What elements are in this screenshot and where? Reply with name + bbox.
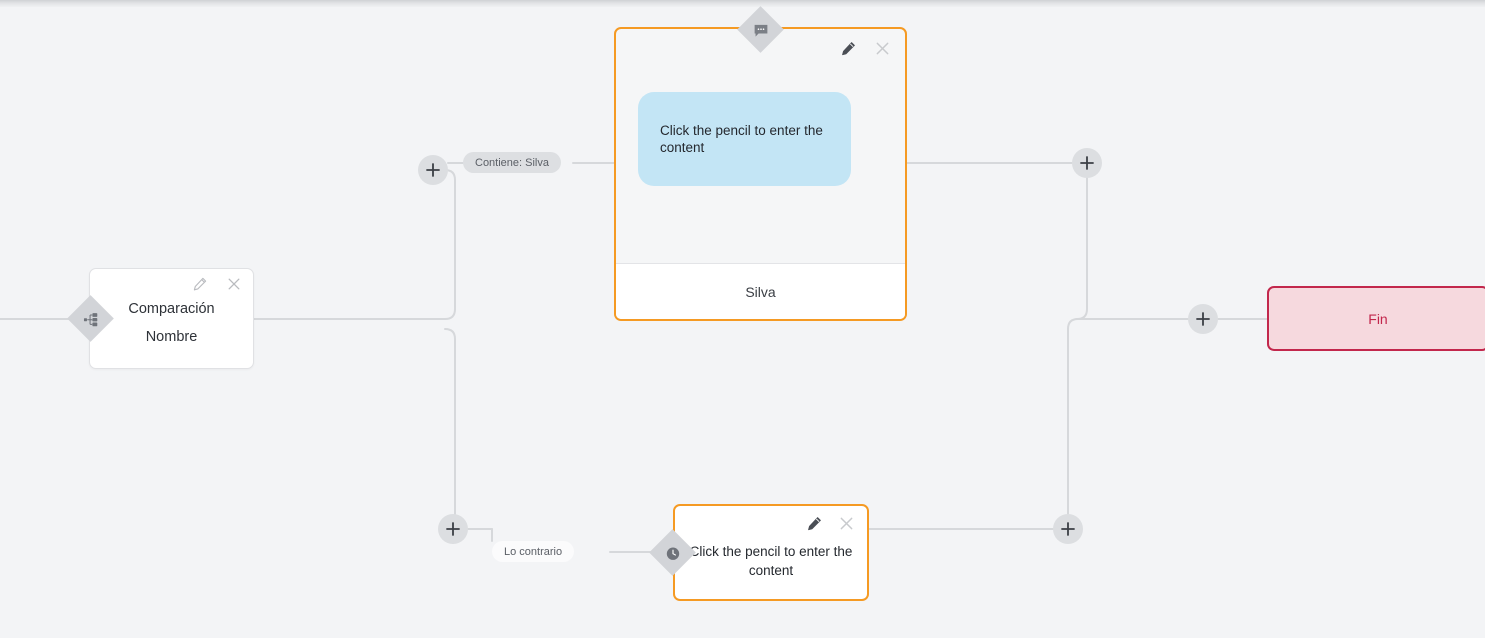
add-node-button-before-end[interactable]: [1188, 304, 1218, 334]
condition-title: Comparación: [128, 301, 215, 317]
plus-icon: [1061, 522, 1075, 536]
message-footer-label: Silva: [745, 283, 776, 300]
branch-split-icon: [83, 311, 99, 327]
message-node[interactable]: Click the pencil to enter the content Si…: [614, 27, 907, 321]
delay-node-text: Click the pencil to enter the content: [689, 543, 853, 578]
condition-node-body: Comparación Nombre: [90, 269, 253, 351]
toolbar-edge-strip: [0, 0, 1485, 7]
plus-icon: [446, 522, 460, 536]
message-node-toolbar: [839, 39, 891, 57]
pencil-icon[interactable]: [839, 39, 857, 57]
end-node[interactable]: Fin: [1267, 286, 1485, 351]
clock-badge[interactable]: [649, 529, 696, 576]
add-node-button-true-branch[interactable]: [418, 155, 448, 185]
plus-icon: [426, 163, 440, 177]
end-node-label: Fin: [1368, 310, 1388, 327]
add-node-button-after-delay[interactable]: [1053, 514, 1083, 544]
pencil-icon[interactable]: [805, 514, 823, 532]
branch-split-badge[interactable]: [67, 295, 114, 342]
add-node-button-after-message[interactable]: [1072, 148, 1102, 178]
plus-icon: [1196, 312, 1210, 326]
edge-label-false-branch[interactable]: Lo contrario: [492, 541, 575, 562]
condition-subtitle: Nombre: [145, 329, 198, 345]
edge-label-true-branch[interactable]: Contiene: Silva: [463, 152, 561, 173]
edge-label-true-text: Contiene: Silva: [475, 156, 549, 169]
edge-message-down: [1076, 177, 1088, 320]
delay-node[interactable]: Click the pencil to enter the content: [673, 504, 869, 601]
delay-node-toolbar: [805, 514, 855, 532]
close-icon[interactable]: [225, 275, 243, 293]
add-node-button-false-branch[interactable]: [438, 514, 468, 544]
plus-icon: [1080, 156, 1094, 170]
edge-condition-trunk: [253, 308, 456, 320]
clock-icon: [665, 545, 681, 561]
condition-node-toolbar: [191, 275, 243, 293]
edge-false-down: [444, 328, 456, 525]
message-node-body: Click the pencil to enter the content: [616, 29, 905, 263]
message-node-footer: Silva: [616, 263, 905, 319]
edge-true-up: [432, 169, 456, 310]
close-icon[interactable]: [873, 39, 891, 57]
pencil-icon[interactable]: [191, 275, 209, 293]
message-bubble[interactable]: Click the pencil to enter the content: [638, 92, 851, 186]
chat-bubble-badge[interactable]: [737, 6, 784, 53]
edge-label-false-text: Lo contrario: [504, 545, 563, 558]
close-icon[interactable]: [837, 514, 855, 532]
chat-bubble-icon: [753, 22, 769, 38]
message-bubble-text: Click the pencil to enter the content: [660, 123, 823, 155]
edge-delay-up: [1067, 318, 1079, 515]
